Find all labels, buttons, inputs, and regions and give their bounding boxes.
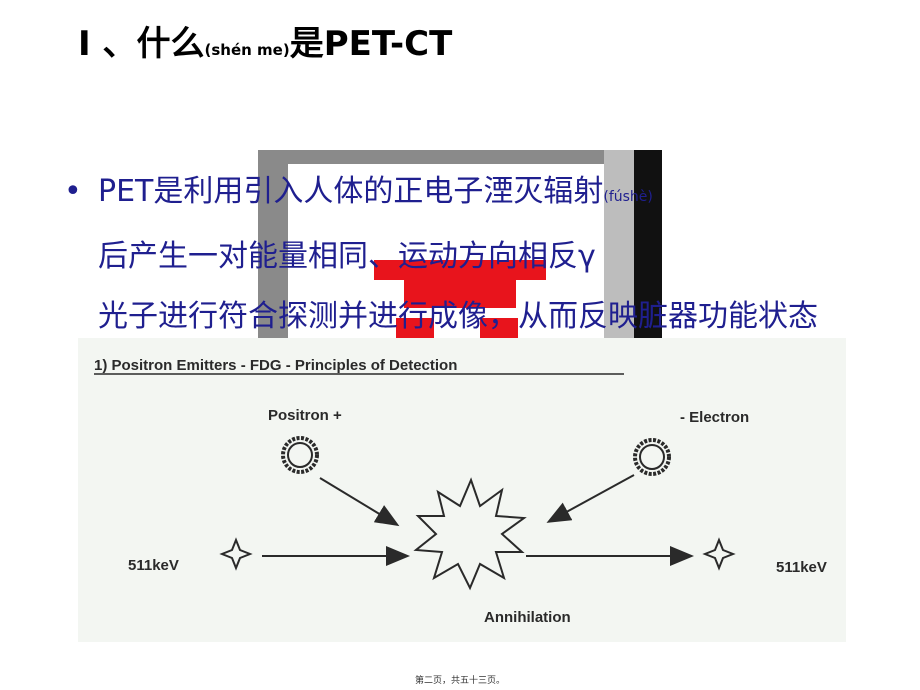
diagram-heading: 1) Positron Emitters - FDG - Principles … xyxy=(94,357,457,374)
positron-label: Positron + xyxy=(268,407,342,424)
bullet-dot: • xyxy=(64,174,82,209)
bullet-line-1-text: PET是利用引入人体的正电子湮灭辐射 xyxy=(98,174,604,209)
bullet-block: • PET是利用引入人体的正电子湮灭辐射(fúshè) 后产生一对能量相同、运动… xyxy=(64,162,904,347)
bullet-line-1-pinyin: (fúshè) xyxy=(603,189,653,205)
page-footer: 第二页，共五十三页。 xyxy=(414,676,505,686)
electron-label: - Electron xyxy=(680,409,749,426)
title-main: I 、什么 xyxy=(78,24,205,64)
bullet-line-1: PET是利用引入人体的正电子湮灭辐射(fúshè) xyxy=(98,162,920,227)
pet-gantry-graphic xyxy=(258,150,662,340)
annihilation-burst-icon xyxy=(413,477,527,591)
detection-diagram: 1) Positron Emitters - FDG - Principles … xyxy=(78,338,846,642)
slide-title: I 、什么(shén me)是PET-CT xyxy=(78,16,452,65)
right-energy-label: 511keV xyxy=(776,559,827,576)
left-photon-star-icon xyxy=(219,537,253,571)
left-energy-label: 511keV xyxy=(128,557,179,574)
bullet-line-3: 光子进行符合探测并进行成像，从而反映脏器功能状态 xyxy=(98,299,818,334)
title-tail: 是PET-CT xyxy=(289,24,453,64)
bullet-line-2: 后产生一对能量相同、运动方向相反γ xyxy=(98,239,596,274)
positron-particle-icon xyxy=(281,436,319,474)
annihilation-label: Annihilation xyxy=(484,609,571,626)
title-pinyin: (shén me) xyxy=(204,41,290,59)
electron-arrow xyxy=(546,474,635,523)
right-photon-star-icon xyxy=(702,537,736,571)
electron-particle-icon xyxy=(633,438,671,476)
positron-arrow xyxy=(319,477,400,527)
detection-diagram-svg: 1) Positron Emitters - FDG - Principles … xyxy=(94,357,827,626)
